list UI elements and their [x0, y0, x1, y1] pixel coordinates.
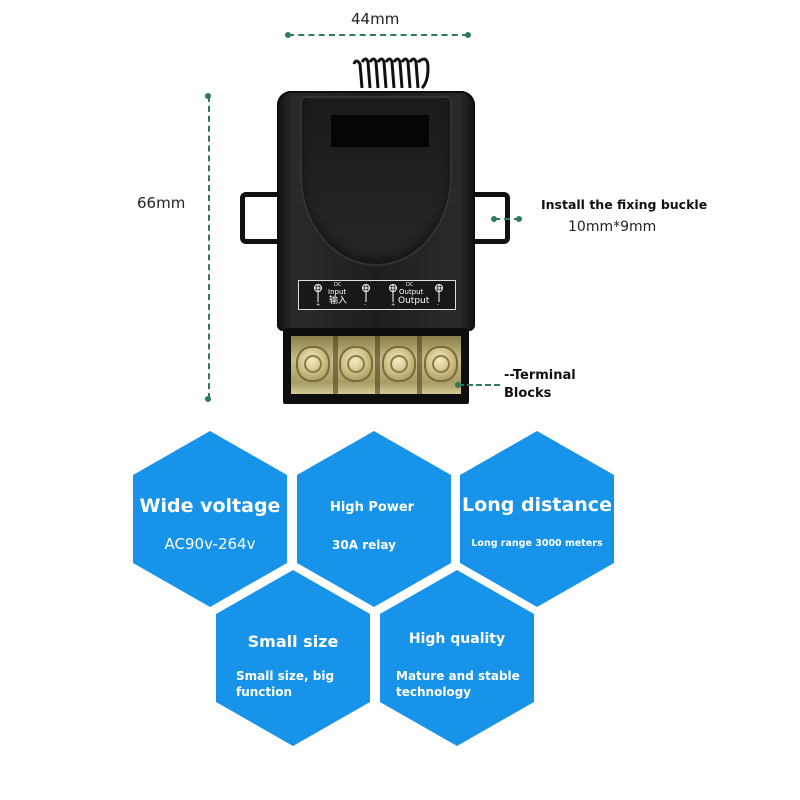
- buckle-callout-title: Install the fixing buckle: [541, 197, 708, 212]
- terminal-callout-line1: --Terminal: [504, 368, 576, 383]
- feature-hex-long-distance: Long distance Long range 3000 meters: [460, 431, 614, 607]
- height-dimension-end-dot: [205, 396, 211, 402]
- polarity-minus-output: -: [437, 302, 439, 308]
- terminal-screw: [296, 346, 330, 382]
- feature-hex-high-power: High Power 30A relay: [297, 431, 451, 607]
- height-dimension-label: 66mm: [137, 194, 186, 212]
- terminal-label-plate: DC Input 输入 DC Output Output + - + -: [298, 280, 456, 310]
- feature-subtitle: 30A relay: [332, 538, 396, 552]
- terminal-screw: [424, 346, 458, 382]
- feature-hex-wide-voltage: Wide voltage AC90v-264v: [133, 431, 287, 607]
- device-window: [331, 115, 429, 147]
- buckle-callout-dot-end: [516, 216, 522, 222]
- terminal-icon: [389, 284, 397, 302]
- feature-title: High quality: [408, 631, 506, 647]
- height-dimension-start-dot: [205, 93, 211, 99]
- output-label: Output: [398, 296, 430, 306]
- terminal-callout-line: [458, 384, 500, 386]
- feature-subtitle-line1: Mature and stable: [396, 669, 520, 683]
- feature-subtitle-line1: Small size, big: [236, 669, 335, 683]
- feature-title: Long distance: [462, 494, 612, 516]
- feature-subtitle-line2: function: [236, 685, 293, 699]
- buckle-callout-dot: [491, 216, 497, 222]
- height-dimension-line: [208, 96, 210, 399]
- terminal-divider: [333, 336, 338, 394]
- output-small-label: Output: [399, 288, 424, 296]
- input-dc-label: DC: [334, 282, 342, 288]
- input-chinese-label: 输入: [329, 296, 348, 306]
- polarity-minus-input: -: [364, 302, 366, 308]
- feature-title: Wide voltage: [139, 495, 281, 517]
- terminal-icon: [435, 284, 443, 302]
- feature-title: High Power: [329, 500, 415, 515]
- feature-subtitle-line2: technology: [396, 685, 472, 699]
- fixing-buckle-left: [240, 192, 277, 244]
- terminal-icon: [362, 284, 370, 302]
- polarity-plus-input: +: [316, 302, 321, 308]
- terminal-icon: [314, 284, 322, 302]
- polarity-plus-output: +: [391, 302, 396, 308]
- terminal-divider: [417, 336, 422, 394]
- feature-title: Small size: [247, 632, 339, 651]
- antenna-coil-icon: [352, 57, 430, 90]
- width-dimension-line: [288, 34, 468, 36]
- terminal-screw: [339, 346, 373, 382]
- width-dimension-label: 44mm: [351, 10, 400, 28]
- width-dimension-end-dot: [465, 32, 471, 38]
- feature-hex-small-size: Small size Small size, big function: [216, 570, 370, 746]
- input-label: Input: [328, 288, 347, 296]
- feature-hex-high-quality: High quality Mature and stable technolog…: [380, 570, 534, 746]
- output-dc-label: DC: [406, 282, 414, 288]
- terminal-block: [283, 328, 469, 404]
- width-dimension-start-dot: [285, 32, 291, 38]
- buckle-callout-line: [494, 218, 520, 220]
- terminal-divider: [375, 336, 380, 394]
- terminal-callout-dot: [455, 382, 461, 388]
- terminal-callout-line2: Blocks: [504, 386, 552, 401]
- feature-subtitle: Long range 3000 meters: [471, 538, 603, 549]
- terminal-screw: [382, 346, 416, 382]
- terminal-brass-strip: [291, 336, 461, 394]
- buckle-callout-size: 10mm*9mm: [568, 219, 657, 235]
- feature-subtitle: AC90v-264v: [164, 535, 256, 553]
